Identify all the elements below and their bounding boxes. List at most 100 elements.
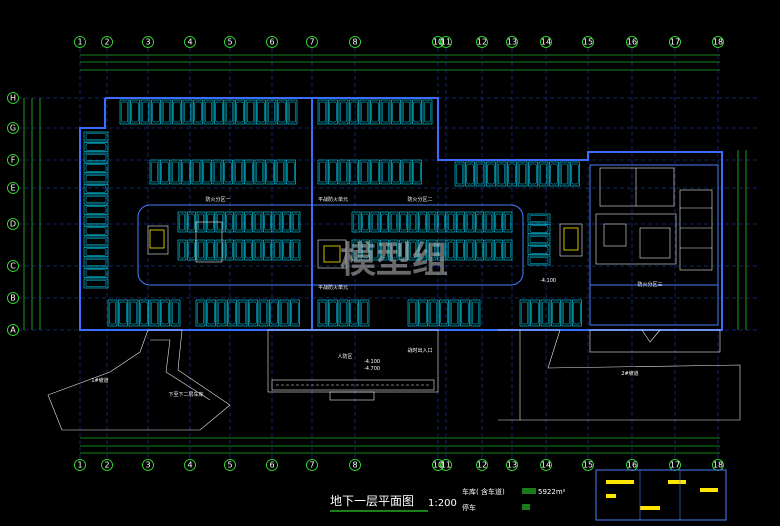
car-outline	[409, 213, 417, 231]
car-outline	[228, 301, 236, 325]
car-outline	[402, 101, 411, 123]
car-outline	[329, 301, 337, 325]
parking-stall	[118, 299, 128, 327]
car-outline	[360, 161, 369, 183]
axis-marker-left-label: B	[10, 294, 16, 303]
parking-stall	[195, 299, 206, 327]
axis-marker-left-label: G	[10, 124, 16, 133]
parking-stall	[561, 299, 572, 327]
parking-stall	[258, 299, 269, 327]
car-outline	[204, 101, 213, 123]
axis-marker-left: G	[7, 122, 19, 134]
parking-stall	[349, 159, 359, 185]
car-outline	[360, 101, 369, 123]
axis-marker-top-label: 1	[77, 38, 82, 47]
parking-stall	[177, 239, 187, 261]
car-outline	[217, 301, 226, 325]
legend-bike-swatch	[522, 504, 530, 510]
parking-stall	[349, 99, 359, 125]
parking-stall	[83, 163, 109, 173]
axis-marker-top-label: 3	[145, 38, 150, 47]
car-outline	[85, 132, 107, 141]
axis-marker-top-label: 12	[477, 38, 487, 47]
parking-stall	[253, 239, 263, 261]
axis-marker-bottom: 6	[266, 459, 278, 471]
core-rooms	[147, 167, 713, 271]
axis-marker-top: 14	[540, 36, 552, 48]
car-outline	[161, 161, 169, 183]
car-outline	[213, 161, 222, 183]
parking-stall	[370, 239, 380, 261]
parking-stall	[282, 211, 291, 233]
parking-stall	[202, 159, 212, 185]
parking-stall	[187, 211, 196, 233]
parking-stall	[460, 299, 470, 327]
car-outline	[129, 301, 138, 325]
legend-car-swatch	[522, 488, 536, 494]
parking-stall	[428, 299, 439, 327]
axis-marker-bottom-label: 4	[187, 461, 192, 470]
parking-stall	[216, 299, 227, 327]
car-outline	[447, 213, 455, 231]
axis-marker-bottom: 8	[349, 459, 361, 471]
car-outline	[162, 101, 171, 123]
parking-stall	[465, 211, 475, 233]
car-outline	[245, 241, 252, 259]
car-outline	[280, 301, 289, 325]
parking-stall	[317, 99, 328, 125]
axis-marker-bottom-label: 5	[227, 461, 232, 470]
car-outline	[419, 213, 426, 231]
car-outline	[371, 213, 379, 231]
bottom-dimension-lines	[80, 437, 720, 454]
car-outline	[235, 241, 243, 259]
parking-stall	[446, 211, 456, 233]
parking-stall	[465, 161, 475, 187]
parking-stall	[83, 268, 109, 278]
car-outline	[254, 213, 262, 231]
parking-stall	[527, 234, 551, 245]
car-outline	[152, 101, 160, 123]
parking-stall	[317, 159, 328, 185]
left-dimension-lines	[23, 98, 41, 330]
parking-stall	[290, 299, 300, 327]
car-outline	[85, 258, 107, 267]
car-outline	[150, 161, 159, 183]
axis-marker-bottom-label: 16	[627, 461, 637, 470]
axis-marker-top-label: 14	[541, 38, 551, 47]
car-outline	[485, 213, 493, 231]
axis-marker-bottom: 2	[101, 459, 113, 471]
parking-stall	[399, 239, 408, 261]
car-outline	[409, 241, 417, 259]
car-outline	[400, 241, 407, 259]
axis-marker-top-label: 4	[187, 38, 192, 47]
parking-stall	[128, 299, 139, 327]
parking-stall	[256, 99, 266, 125]
axis-marker-left-label: H	[10, 94, 16, 103]
parking-stall	[83, 184, 109, 194]
parking-stall	[338, 99, 349, 125]
parking-stall	[328, 99, 338, 125]
smoke-zone-label: 平战防火单元	[318, 196, 348, 203]
parking-stall	[370, 211, 380, 233]
car-outline	[108, 301, 117, 325]
axis-marker-top-label: 8	[352, 38, 357, 47]
car-outline	[264, 213, 271, 231]
parking-stall	[225, 211, 234, 233]
axis-marker-bottom: 16	[626, 459, 638, 471]
parking-stall	[291, 211, 301, 233]
car-outline	[85, 269, 107, 277]
car-outline	[495, 241, 502, 259]
car-outline	[207, 241, 214, 259]
parking-stall	[130, 99, 140, 125]
axis-marker-top-label: 10	[433, 38, 443, 47]
parking-stall	[412, 99, 422, 125]
car-outline	[360, 301, 369, 325]
parking-stall	[475, 239, 484, 261]
parking-stall	[265, 159, 275, 185]
parking-stall	[465, 239, 475, 261]
parking-stall	[234, 211, 244, 233]
parking-stall	[272, 211, 282, 233]
car-outline	[497, 163, 506, 185]
